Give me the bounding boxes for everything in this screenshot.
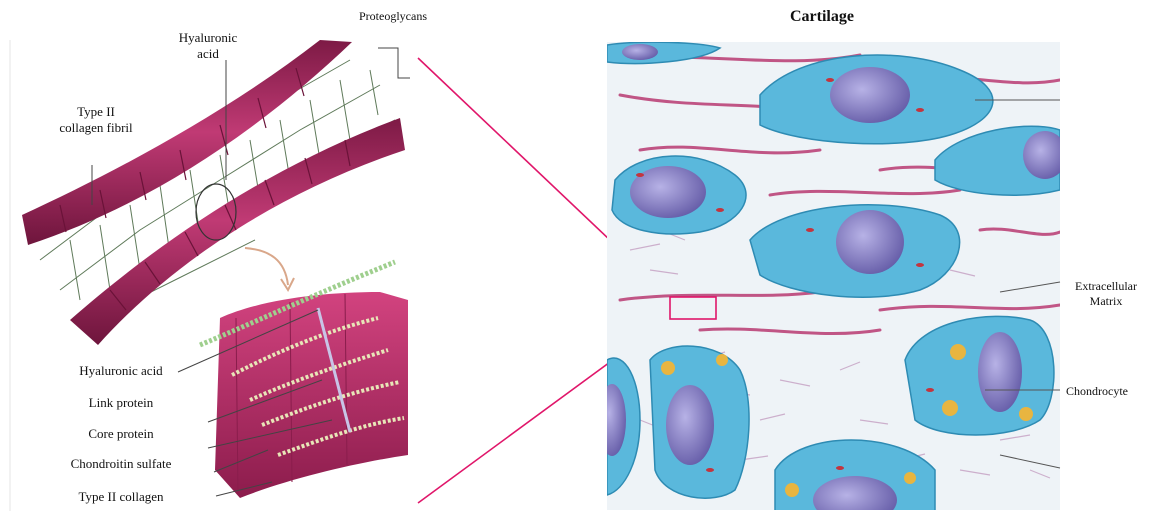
extracellular-matrix-label: Extracellular Matrix	[1058, 279, 1154, 309]
cartilage-title: Cartilage	[790, 8, 854, 26]
collagen-fibril-upper	[22, 40, 352, 245]
proteoglycans-label: Proteoglycans	[359, 8, 427, 24]
type2-collagen-label: Type II collagen	[56, 489, 186, 505]
hyaluronic-acid-top-line2: acid	[168, 46, 248, 62]
hyaluronic-acid-label: Hyaluronic acid	[56, 363, 186, 379]
proteoglycans-bracket	[378, 48, 410, 78]
chondrocyte-cell	[650, 346, 749, 498]
link-protein-label: Link protein	[56, 395, 186, 411]
hyaluronic-acid-top-label: Hyaluronic acid	[168, 30, 248, 62]
magnified-collagen-block	[200, 262, 408, 498]
chondrocyte-label: Chondrocyte	[1066, 383, 1128, 399]
type2-fibril-line1: Type II	[36, 104, 156, 120]
extracellular-line1: Extracellular	[1058, 279, 1154, 294]
core-protein-label: Core protein	[56, 426, 186, 442]
extracellular-line2: Matrix	[1058, 294, 1154, 309]
type2-fibril-line2: collagen fibril	[36, 120, 156, 136]
chondrocyte-cell	[905, 316, 1054, 435]
chondroitin-sulfate-label: Chondroitin sulfate	[56, 456, 186, 472]
hyaluronic-acid-top-line1: Hyaluronic	[168, 30, 248, 46]
cartilage-panel	[598, 42, 1067, 511]
type2-fibril-label: Type II collagen fibril	[36, 104, 156, 136]
